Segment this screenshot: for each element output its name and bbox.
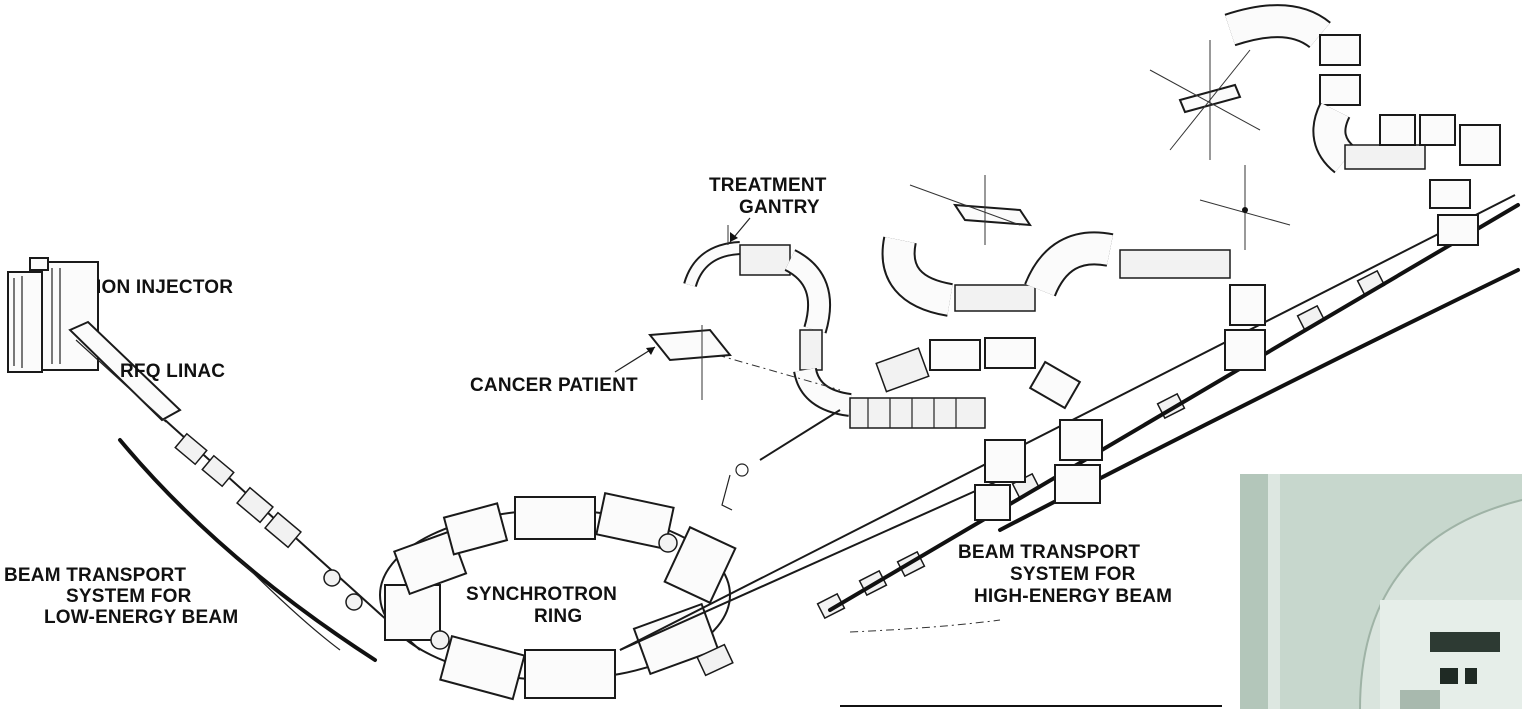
high-energy-label-line3: HIGH-ENERGY BEAM bbox=[974, 586, 1172, 607]
synchrotron-label-line1: SYNCHROTRON bbox=[466, 584, 617, 605]
rfq-linac-label: RFQ LINAC bbox=[120, 361, 225, 382]
treatment-gantry-label-line2: GANTRY bbox=[739, 197, 820, 218]
low-energy-label-line2: SYSTEM FOR bbox=[66, 586, 192, 607]
treatment-room-2 bbox=[876, 338, 1102, 520]
synchrotron-label-line2: RING bbox=[534, 606, 582, 627]
treatment-gantry-label-line1: TREATMENT bbox=[709, 175, 827, 196]
gantry-photo bbox=[1240, 474, 1522, 709]
high-energy-label-line1: BEAM TRANSPORT bbox=[958, 542, 1140, 563]
low-energy-label-line1: BEAM TRANSPORT bbox=[4, 565, 186, 586]
treatment-room-4 bbox=[1150, 21, 1500, 250]
cancer-patient-label: CANCER PATIENT bbox=[470, 375, 638, 396]
low-energy-label-line3: LOW-ENERGY BEAM bbox=[44, 607, 238, 628]
ion-injector-label: ION INJECTOR bbox=[96, 277, 233, 298]
high-energy-label-line2: SYSTEM FOR bbox=[1010, 564, 1136, 585]
